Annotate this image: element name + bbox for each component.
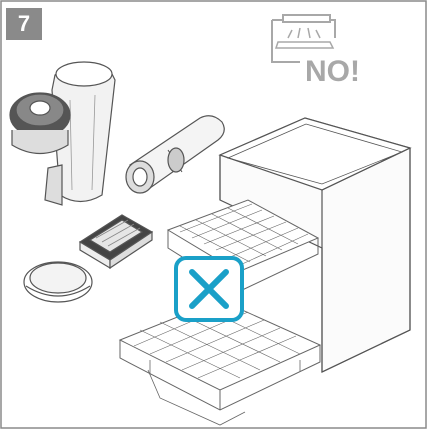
warning-no-label: NO! (305, 55, 360, 89)
step-number-badge: 7 (6, 8, 42, 40)
round-filter-icon (24, 262, 92, 302)
cyclone-tube-icon (126, 116, 224, 193)
cross-mark-icon (176, 258, 242, 320)
filter-lid-icon (10, 93, 70, 154)
square-filter-icon (80, 215, 152, 268)
